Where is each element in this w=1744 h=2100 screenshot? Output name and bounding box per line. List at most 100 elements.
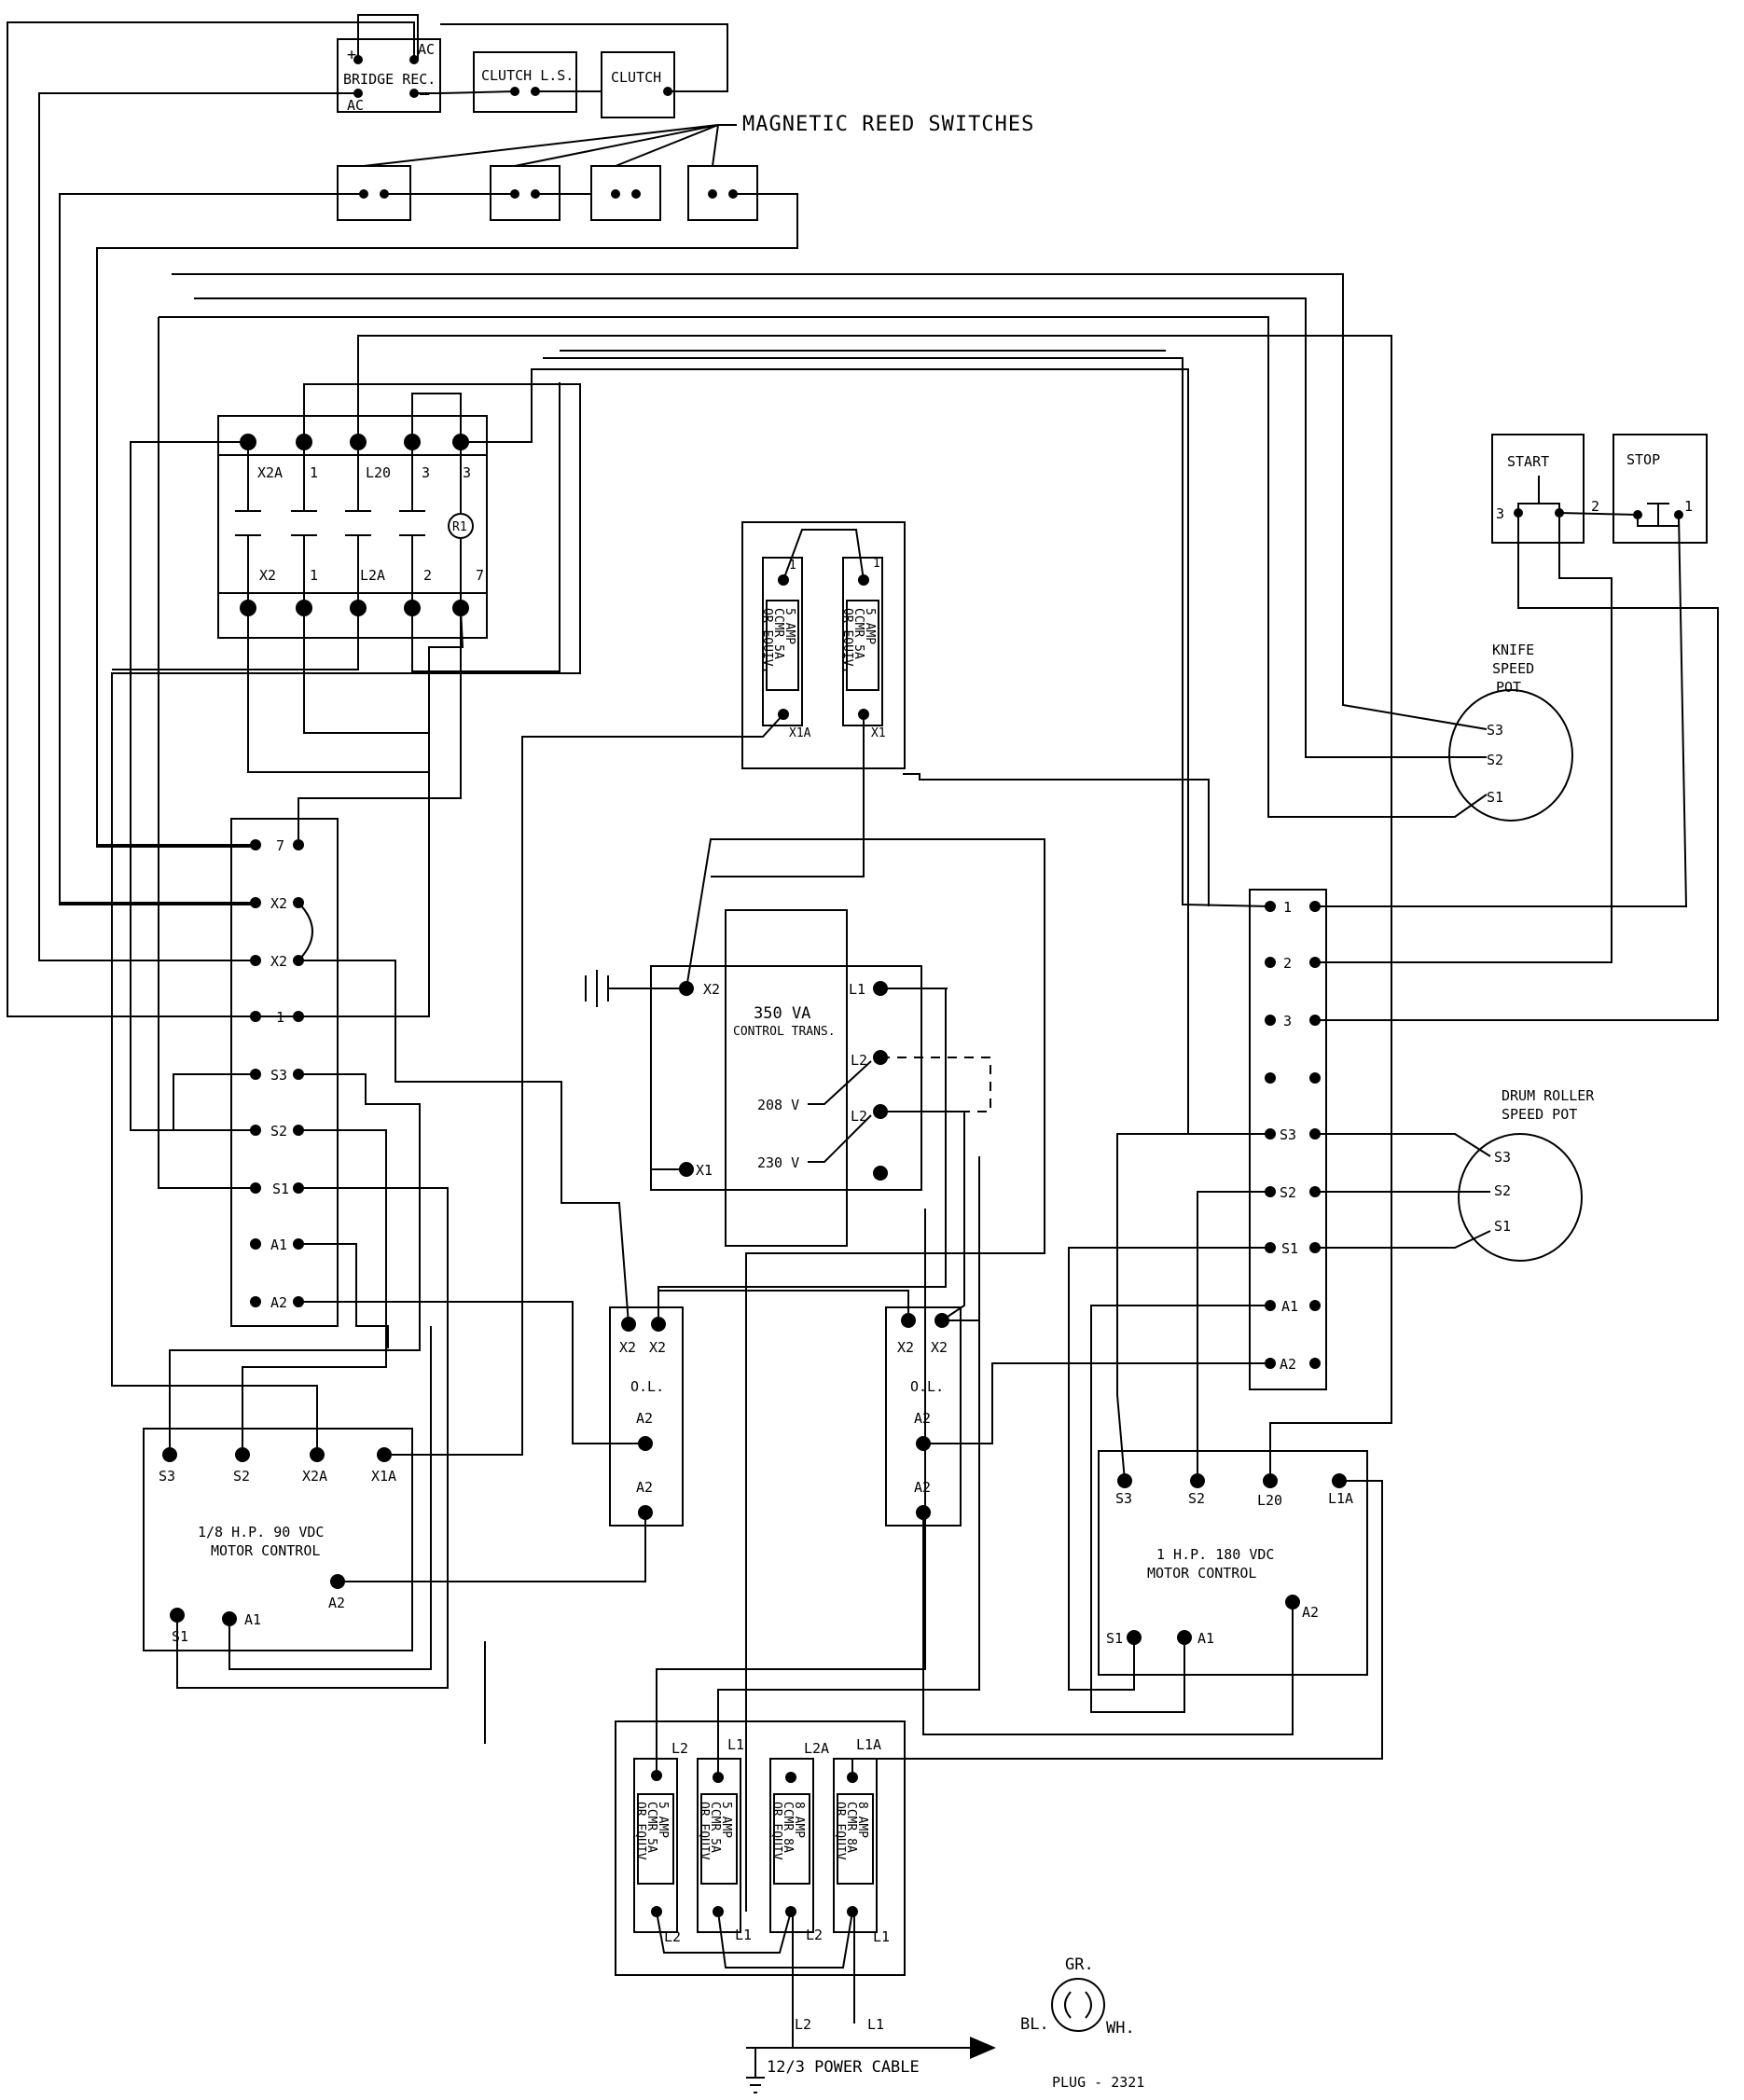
stop-term-label: 1: [1684, 498, 1693, 515]
main-fuse-block: L2 L1 L2A L1A L2 L1 L2 L1 5 AMP CCMR 5A …: [615, 1720, 906, 1976]
voltage-208-label: 208 V: [757, 1097, 799, 1113]
knife-pot-label: KNIFE: [1492, 642, 1534, 658]
stop-button: STOP 2 1: [1591, 434, 1708, 544]
left-strip-label: S2: [270, 1123, 287, 1140]
fuse-term-label: L1: [727, 1736, 744, 1753]
ol-name-label: O.L.: [630, 1378, 664, 1395]
fuse-term-label: L1: [873, 1928, 890, 1945]
mc-term-label: S3: [159, 1468, 175, 1485]
relay-bottom-label: 1: [310, 567, 318, 584]
motor-control-1hp: S3 S2 L20 L1A 1 H.P. 180 VDC MOTOR CONTR…: [1098, 1450, 1368, 1676]
fuse-rating-label: OR EQUIV.: [833, 1802, 847, 1867]
mc-term-label: A1: [1197, 1630, 1214, 1647]
fuse-rating-label: OR EQUIV.: [769, 1802, 783, 1867]
fuse-rating-label: OR EQUIV.: [633, 1802, 647, 1867]
ol-term-label: X2: [619, 1339, 636, 1356]
magnetic-reed-label: MAGNETIC REED SWITCHES: [742, 113, 1034, 136]
mc-term-label: S2: [1188, 1490, 1205, 1507]
pot-term-label: S3: [1494, 1149, 1511, 1166]
control-fuse-block: 1 1 X1A X1 5 AMP CCMR 5A OR EQUIV. 5 AMP…: [741, 521, 906, 769]
start-stop-term-label: 2: [1591, 498, 1599, 515]
pot-term-label: S2: [1487, 752, 1503, 768]
fuse-rating-label: 8 AMP: [792, 1802, 806, 1838]
power-cable: L2 L1 12/3 POWER CABLE: [746, 1912, 996, 2093]
clutch: CLUTCH: [601, 51, 675, 118]
trans-subtitle: CONTROL TRANS.: [733, 1025, 836, 1039]
fuse-rating-label: OR EQUIV.: [760, 608, 774, 673]
fuse-rating-label: CCMR 5A: [771, 608, 785, 659]
trans-term-label: L2: [851, 1052, 867, 1069]
start-term-label: 3: [1496, 505, 1504, 522]
fuse-rating-label: 8 AMP: [855, 1802, 869, 1838]
ol-term-label: A2: [636, 1479, 653, 1496]
clutch-label: CLUTCH: [611, 69, 661, 86]
ol-term-label: X2: [649, 1339, 666, 1356]
cable-l2-label: L2: [795, 2016, 811, 2033]
mc-term-label: A1: [244, 1611, 261, 1628]
mc-term-label: S3: [1115, 1490, 1132, 1507]
cable-l1-label: L1: [867, 2016, 884, 2033]
right-strip-label: 1: [1283, 899, 1292, 916]
relay-top-label: 3: [463, 464, 471, 481]
drum-pot-label: SPEED POT: [1502, 1106, 1577, 1123]
right-strip-label: 3: [1283, 1013, 1292, 1029]
overload-right: X2 X2 O.L. A2 A2: [885, 1306, 962, 1527]
mc-title: 1/8 H.P. 90 VDC: [198, 1524, 324, 1540]
ol-term-label: A2: [914, 1410, 931, 1427]
relay-bottom-label: 7: [476, 567, 484, 584]
relay-bottom-label: 2: [423, 567, 432, 584]
power-cable-label: 12/3 POWER CABLE: [767, 2058, 920, 2077]
pot-term-label: S1: [1487, 789, 1503, 806]
fuse-term-label: L2A: [804, 1740, 829, 1757]
right-strip-label: S1: [1281, 1240, 1298, 1257]
mc-term-label: S1: [1106, 1630, 1123, 1647]
fuse-term-label: L2: [806, 1927, 823, 1943]
fuse-term-label: 1: [873, 557, 880, 571]
plug-bl-label: BL.: [1020, 2015, 1049, 2034]
mc-term-label: X2A: [302, 1468, 327, 1485]
bridge-plus-label: +: [347, 46, 356, 64]
mc-title: MOTOR CONTROL: [211, 1542, 320, 1559]
right-strip-label: A1: [1281, 1298, 1298, 1315]
knife-pot-label: SPEED: [1492, 660, 1534, 677]
fuse-term-label: L1: [735, 1927, 752, 1943]
ol-term-label: A2: [636, 1410, 653, 1427]
relay-top-label: L20: [366, 464, 391, 481]
left-strip-label: S3: [270, 1067, 287, 1084]
fuse-rating-label: OR EQUIV.: [840, 608, 854, 673]
relay-top-label: X2A: [257, 464, 283, 481]
pot-term-label: S1: [1494, 1218, 1511, 1235]
left-terminal-strip: 7 X2 X2 1 S3 S2 S1 A1 A2: [230, 818, 339, 1327]
ol-term-label: X2: [931, 1339, 948, 1356]
fuse-rating-label: CCMR 5A: [644, 1802, 658, 1853]
bridge-ac-top-label: AC: [418, 41, 435, 58]
ol-term-label: X2: [897, 1339, 914, 1356]
left-strip-label: 1: [276, 1009, 284, 1026]
right-strip-label: 2: [1283, 955, 1292, 972]
motor-control-1-8hp: S3 S2 X2A X1A 1/8 H.P. 90 VDC MOTOR CONT…: [143, 1428, 413, 1651]
drum-pot-label: DRUM ROLLER: [1502, 1087, 1595, 1104]
relay-block: X2A 1 L20 3 3 X2 1 L2A 2 7 R1: [217, 393, 488, 639]
ol-name-label: O.L.: [910, 1378, 944, 1395]
fuse-term-label: X1: [871, 726, 886, 740]
mc-term-label: L1A: [1328, 1490, 1353, 1507]
pot-term-label: S3: [1487, 722, 1503, 739]
trans-title: 350 VA: [754, 1004, 810, 1023]
voltage-230-label: 230 V: [757, 1154, 799, 1171]
fuse-term-label: 1: [789, 559, 796, 573]
trans-term-label: L2: [851, 1108, 867, 1125]
ol-term-label: A2: [914, 1479, 931, 1496]
mc-title: MOTOR CONTROL: [1147, 1565, 1256, 1582]
bridge-rectifier: + AC BRIDGE REC. AC –: [337, 38, 441, 114]
fuse-rating-label: OR EQUIV.: [697, 1802, 711, 1867]
relay-top-label: 1: [310, 464, 318, 481]
trans-term-label: X1: [696, 1162, 713, 1179]
relay-top-label: 3: [422, 464, 430, 481]
fuse-rating-label: 5 AMP: [656, 1802, 670, 1838]
bridge-name-label: BRIDGE REC.: [343, 71, 436, 88]
knife-pot-label: POT: [1496, 679, 1521, 696]
fuse-term-label: X1A: [789, 726, 811, 740]
fuse-rating-label: 5 AMP: [782, 608, 796, 644]
relay-bottom-label: X2: [259, 567, 276, 584]
